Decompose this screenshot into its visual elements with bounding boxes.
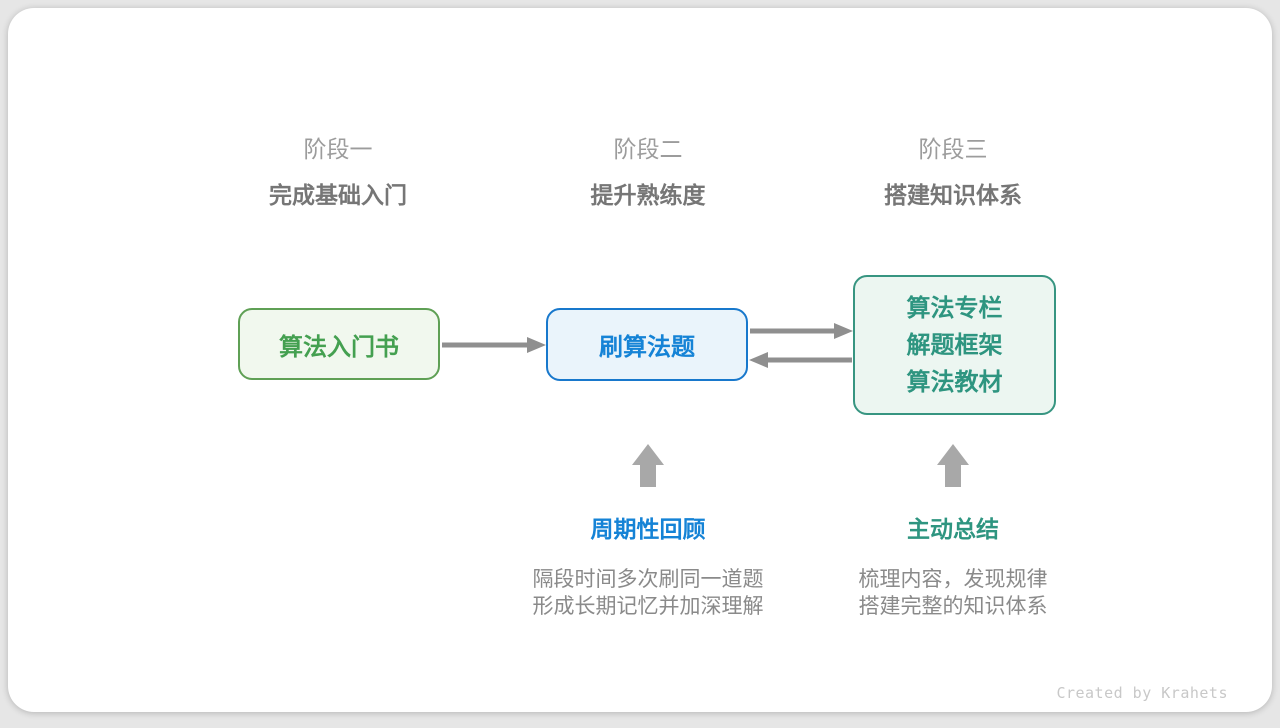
annotation-periodic-review-desc-line-1: 隔段时间多次刷同一道题 xyxy=(532,567,764,591)
stage-1-subtitle: 完成基础入门 xyxy=(269,183,407,209)
annotation-periodic-review: 周期性回顾 隔段时间多次刷同一道题 形成长期记忆并加深理解 xyxy=(483,518,813,620)
node-knowledge-line-3: 算法教材 xyxy=(906,367,1003,396)
stage-3-subtitle: 搭建知识体系 xyxy=(884,183,1022,209)
annotation-active-summary-desc-line-1: 梳理内容，发现规律 xyxy=(858,567,1048,591)
arrow-right-icon xyxy=(750,323,853,339)
node-practice-problems-label: 刷算法题 xyxy=(599,333,695,361)
arrow-right-icon xyxy=(442,337,546,353)
credit-text: Created by Krahets xyxy=(1056,684,1228,702)
node-intro-book: 算法入门书 xyxy=(238,308,440,380)
annotation-active-summary: 主动总结 梳理内容，发现规律 搭建完整的知识体系 xyxy=(788,518,1118,620)
stage-2-subtitle: 提升熟练度 xyxy=(590,183,706,209)
stage-1-label: 阶段一 xyxy=(303,137,373,163)
stage-2-label: 阶段二 xyxy=(613,137,683,163)
node-knowledge-sources: 算法专栏 解题框架 算法教材 xyxy=(853,275,1056,415)
block-arrow-up-icon xyxy=(632,444,664,487)
annotation-active-summary-desc-line-2: 搭建完整的知识体系 xyxy=(858,594,1048,618)
annotation-periodic-review-desc: 隔段时间多次刷同一道题 形成长期记忆并加深理解 xyxy=(483,566,813,620)
arrow-left-icon xyxy=(749,352,852,368)
node-knowledge-line-2: 解题框架 xyxy=(906,330,1003,359)
annotation-active-summary-title: 主动总结 xyxy=(907,517,999,543)
stage-3-header: 阶段三 搭建知识体系 xyxy=(793,138,1113,208)
stage-1-header: 阶段一 完成基础入门 xyxy=(178,138,498,208)
diagram-card: 阶段一 完成基础入门 阶段二 提升熟练度 阶段三 搭建知识体系 算法入门书 刷算… xyxy=(8,8,1272,712)
annotation-periodic-review-title: 周期性回顾 xyxy=(590,517,706,543)
node-knowledge-line-1: 算法专栏 xyxy=(906,293,1003,322)
stage-3-label: 阶段三 xyxy=(918,137,988,163)
node-intro-book-label: 算法入门书 xyxy=(279,332,399,361)
stage-2-header: 阶段二 提升熟练度 xyxy=(488,138,808,208)
annotation-active-summary-desc: 梳理内容，发现规律 搭建完整的知识体系 xyxy=(788,566,1118,620)
node-practice-problems: 刷算法题 xyxy=(546,308,748,381)
block-arrow-up-icon xyxy=(937,444,969,487)
annotation-periodic-review-desc-line-2: 形成长期记忆并加深理解 xyxy=(532,594,764,618)
